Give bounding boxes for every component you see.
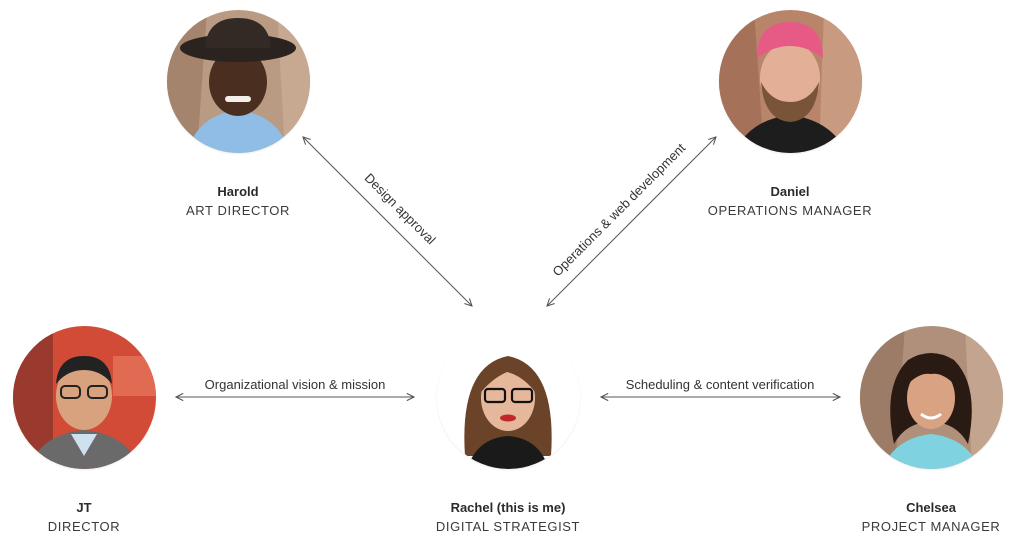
link-rachel-chelsea: Scheduling & content verification [601,377,840,397]
person-harold: Harold ART DIRECTOR [138,10,338,220]
person-role: DIRECTOR [47,519,121,534]
person-name: Harold [217,184,259,199]
person-name: JT [76,500,92,515]
person-jt: JT DIRECTOR [0,326,184,536]
person-chelsea: Chelsea PROJECT MANAGER [831,326,1014,536]
person-name: Chelsea [906,500,956,515]
person-role: PROJECT MANAGER [861,519,1001,534]
person-role: ART DIRECTOR [186,203,290,218]
link-label-design-approval: Design approval [362,170,439,247]
person-name: Rachel (this is me) [450,500,566,515]
avatar-harold [166,10,310,153]
avatar-daniel [718,10,862,153]
link-label-scheduling: Scheduling & content verification [626,377,815,392]
link-label-operations: Operations & web development [549,140,688,279]
person-name: Daniel [770,184,810,199]
avatar-jt [12,326,156,469]
person-role: OPERATIONS MANAGER [707,203,873,218]
avatar-rachel [436,326,580,469]
link-label-vision: Organizational vision & mission [205,377,386,392]
person-role: DIGITAL STRATEGIST [435,519,581,534]
person-rachel: Rachel (this is me) DIGITAL STRATEGIST [408,326,608,536]
person-daniel: Daniel OPERATIONS MANAGER [690,10,890,220]
avatar-chelsea [859,326,1003,469]
link-jt-rachel: Organizational vision & mission [176,377,414,397]
